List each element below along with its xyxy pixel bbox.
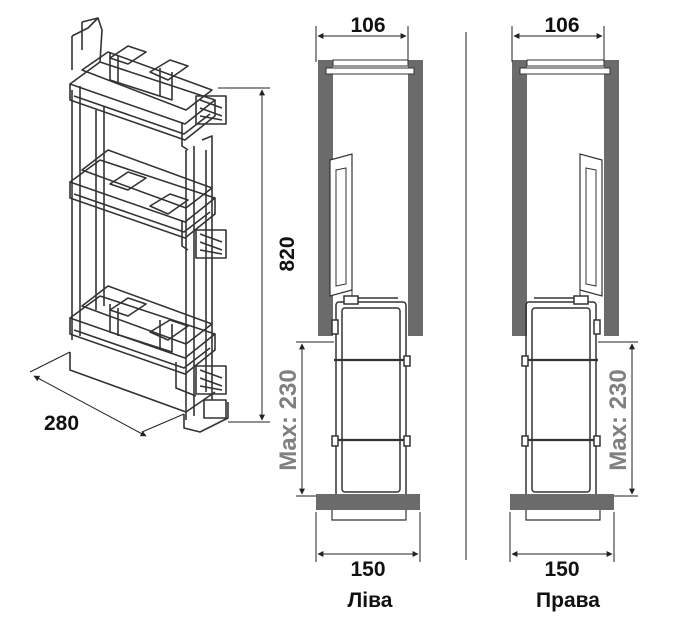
extension-label-right: Max: 230 <box>605 369 632 470</box>
basket-shelf-middle <box>69 149 227 259</box>
depth-dimension <box>29 351 185 437</box>
inner-width-label-right: 106 <box>544 14 579 37</box>
cabinet-width-dimension-left <box>315 512 421 562</box>
front-view-left <box>316 59 423 521</box>
inner-width-label-left: 106 <box>350 14 385 37</box>
right-version-label: Права <box>536 589 600 612</box>
height-dimension <box>218 87 270 423</box>
isometric-basket-view <box>69 17 229 433</box>
cabinet-bottom <box>510 494 614 510</box>
basket-shelf-top <box>69 45 227 151</box>
extension-dimension-right <box>598 341 638 497</box>
cabinet-bottom <box>316 494 420 510</box>
cabinet-width-label-right: 150 <box>544 558 579 581</box>
cabinet-width-dimension-right <box>509 512 615 562</box>
cabinet-wall-left <box>512 60 527 336</box>
depth-label: 280 <box>44 412 79 435</box>
cabinet-wall-right <box>408 60 423 336</box>
extension-dimension-left <box>296 341 334 497</box>
left-version-label: Ліва <box>348 589 393 612</box>
inner-width-dimension-left <box>315 26 409 62</box>
extension-label-left: Max: 230 <box>275 369 302 470</box>
height-label: 820 <box>276 236 299 271</box>
cabinet-width-label-left: 150 <box>350 558 385 581</box>
cabinet-wall-right <box>604 60 619 336</box>
inner-width-dimension-right <box>511 26 605 62</box>
basket-shelf-bottom <box>69 285 227 397</box>
front-view-right <box>510 59 619 521</box>
cabinet-wall-left <box>318 60 333 336</box>
